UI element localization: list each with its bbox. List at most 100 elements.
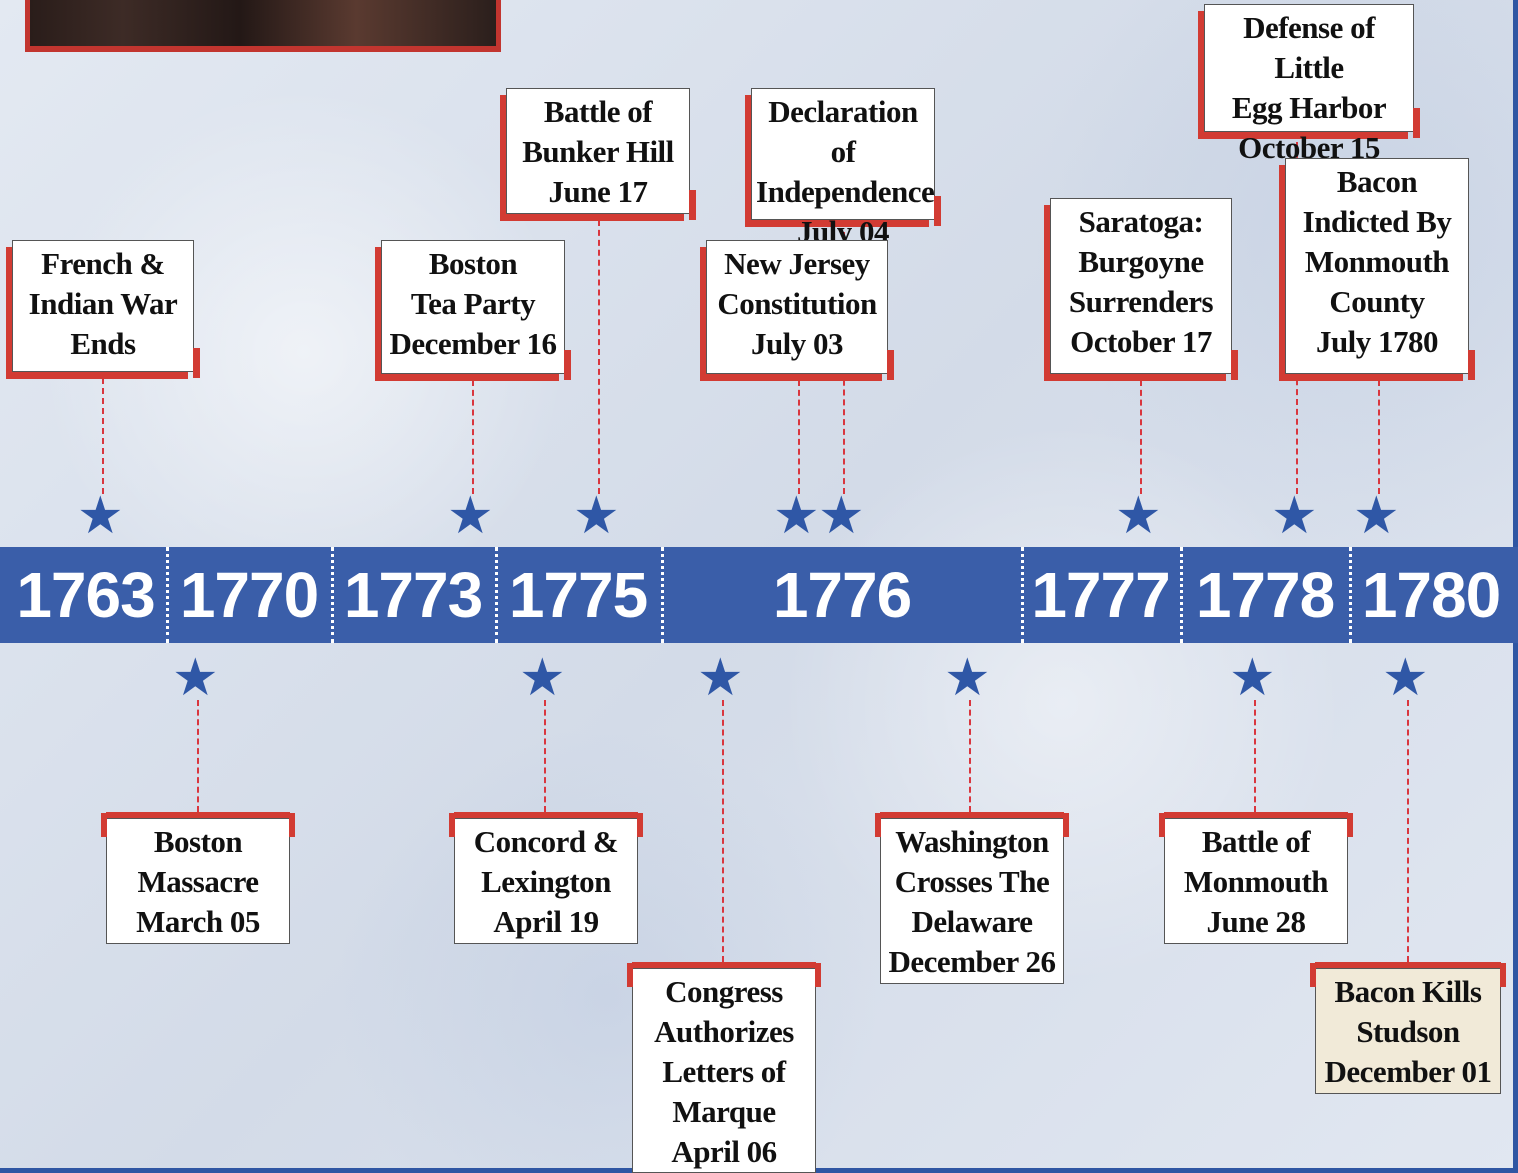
year-divider [1021, 547, 1024, 643]
event-text: Indian War [28, 286, 178, 321]
year-divider [1180, 547, 1183, 643]
star-icon: ★ [1229, 648, 1276, 708]
event-text: Delaware [911, 904, 1033, 939]
connector-line [722, 700, 724, 962]
year-label: 1770 [179, 559, 319, 631]
event-text: Battle of [1201, 824, 1311, 859]
event-text: March 05 [136, 904, 260, 939]
event-text: Burgoyne [1078, 244, 1204, 279]
event-text: Battle of [543, 94, 653, 129]
connector-line [798, 380, 800, 494]
event-text: June 17 [548, 174, 649, 209]
star-icon: ★ [818, 486, 865, 546]
event-text: Constitution [717, 286, 877, 321]
year-label: 1776 [772, 559, 912, 631]
year-label: 1780 [1361, 559, 1501, 631]
connector-line [1407, 700, 1409, 962]
event-box: Saratoga: Burgoyne Surrenders October 17 [1050, 198, 1238, 380]
event-text: December 01 [1324, 1054, 1492, 1089]
year-divider [495, 547, 498, 643]
event-box: Boston Massacre March 05 [101, 813, 295, 944]
year-label: 1773 [343, 559, 483, 631]
event-box: New Jersey Constitution July 03 [706, 240, 894, 380]
event-text: Declaration of [768, 94, 918, 169]
connector-line [102, 378, 104, 494]
event-text: Indicted By [1302, 204, 1452, 239]
event-text: December 16 [389, 326, 557, 361]
event-text: Independence [756, 174, 935, 209]
event-text: Congress [665, 974, 783, 1009]
connector-line [598, 220, 600, 494]
event-box: French & Indian War Ends [12, 240, 200, 378]
timeline-bar [0, 547, 1518, 643]
event-text: New Jersey [724, 246, 870, 281]
event-text: Letters of [662, 1054, 786, 1089]
year-divider [166, 547, 169, 643]
event-box: Bacon Indicted By Monmouth County July 1… [1285, 158, 1475, 380]
event-box: Declaration of Independence July 04 [751, 88, 941, 249]
event-text: Authorizes [654, 1014, 794, 1049]
year-divider [331, 547, 334, 643]
event-text: French & [41, 246, 165, 281]
event-text: Defense of Little [1243, 10, 1375, 85]
event-text: Bacon Kills [1334, 974, 1482, 1009]
event-text: Marque [672, 1094, 776, 1129]
connector-line [472, 380, 474, 494]
connector-line [1378, 380, 1380, 494]
event-text: Bunker Hill [522, 134, 674, 169]
event-text: July 1780 [1315, 324, 1439, 359]
event-box: Boston Tea Party December 16 [381, 240, 571, 380]
connector-line [544, 700, 546, 812]
star-icon: ★ [944, 648, 991, 708]
header-photo-image [30, 0, 496, 46]
star-icon: ★ [573, 486, 620, 546]
event-text: Monmouth [1183, 864, 1329, 899]
event-text: April 19 [493, 904, 599, 939]
event-box: Battle of Monmouth June 28 [1159, 813, 1353, 944]
star-icon: ★ [773, 486, 820, 546]
event-text: Boston [153, 824, 243, 859]
event-text: Washington [895, 824, 1049, 859]
event-text: Ends [70, 326, 136, 361]
star-icon: ★ [697, 648, 744, 708]
star-icon: ★ [1115, 486, 1162, 546]
star-icon: ★ [1271, 486, 1318, 546]
event-text: July 03 [750, 326, 844, 361]
event-text: Egg Harbor [1231, 90, 1387, 125]
event-text: Monmouth [1304, 244, 1450, 279]
connector-line [1254, 700, 1256, 812]
connector-line [197, 700, 199, 812]
connector-line [1140, 380, 1142, 494]
event-box: Concord & Lexington April 19 [449, 813, 643, 944]
year-divider [1349, 547, 1352, 643]
event-text: April 06 [671, 1134, 777, 1169]
star-icon: ★ [1353, 486, 1400, 546]
connector-line [969, 700, 971, 812]
year-label: 1763 [16, 559, 155, 631]
event-text: Concord & [473, 824, 619, 859]
year-divider [661, 547, 664, 643]
header-photo [25, 0, 501, 52]
star-icon: ★ [1382, 648, 1429, 708]
year-label: 1777 [1031, 559, 1170, 631]
event-text: December 26 [888, 944, 1056, 979]
star-icon: ★ [519, 648, 566, 708]
event-text: Studson [1356, 1014, 1460, 1049]
event-box: Washington Crosses The Delaware December… [875, 813, 1069, 984]
star-icon: ★ [77, 486, 124, 546]
event-text: County [1329, 284, 1425, 319]
event-box: Congress Authorizes Letters of Marque Ap… [627, 963, 821, 1173]
star-icon: ★ [172, 648, 219, 708]
star-icon: ★ [447, 486, 494, 546]
event-text: October 17 [1070, 324, 1212, 359]
event-text: Boston [428, 246, 518, 281]
year-label: 1775 [508, 559, 648, 631]
event-text: Saratoga: [1078, 204, 1204, 239]
event-box: Battle of Bunker Hill June 17 [506, 88, 696, 220]
event-text: Surrenders [1068, 284, 1214, 319]
event-text: Massacre [137, 864, 259, 899]
event-box: Bacon Kills Studson December 01 [1310, 963, 1506, 1094]
event-text: Crosses The [894, 864, 1050, 899]
event-text: Tea Party [410, 286, 536, 321]
event-box: Defense of Little Egg Harbor October 15 [1204, 4, 1420, 165]
